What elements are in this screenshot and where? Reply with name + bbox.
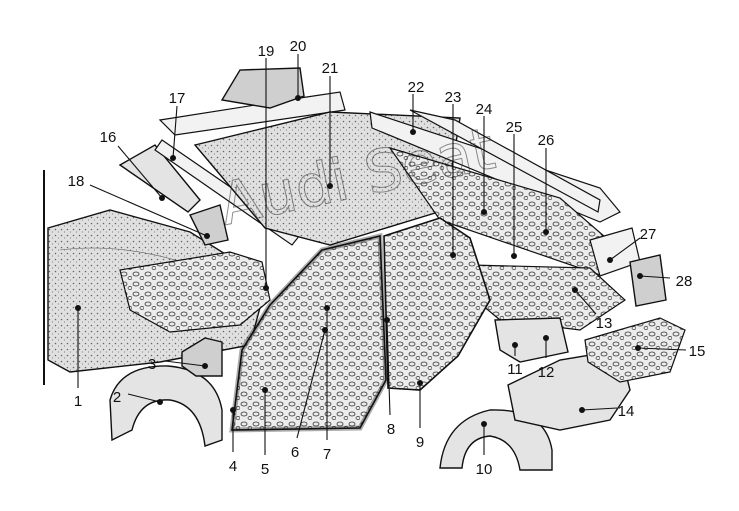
callout-anchor-10	[481, 421, 487, 427]
callout-anchor-23	[450, 252, 456, 258]
callout-anchor-15	[635, 345, 641, 351]
callout-leader-13	[574, 289, 597, 315]
callout-label-18: 18	[68, 173, 85, 190]
callout-anchor-14	[579, 407, 585, 413]
callout-label-2: 2	[113, 389, 121, 406]
part-rear-shelf-insulation	[220, 67, 305, 109]
callout-label-22: 22	[408, 79, 425, 96]
callout-leader-17	[172, 105, 178, 159]
callout-label-14: 14	[618, 403, 635, 420]
callout-anchor-7	[324, 305, 330, 311]
callout-label-11: 11	[507, 361, 523, 378]
part-rear-valance-panel	[584, 317, 686, 383]
callout-anchor-21	[327, 183, 333, 189]
callout-label-7: 7	[323, 446, 331, 463]
part-rear-door-panel	[383, 217, 491, 391]
callout-anchor-20	[295, 95, 301, 101]
callout-anchor-5	[262, 387, 268, 393]
callout-label-4: 4	[229, 458, 237, 475]
part-visor-clip	[189, 204, 229, 246]
callout-label-27: 27	[640, 226, 657, 243]
callout-label-24: 24	[476, 101, 493, 118]
part-rear-quarter-insulation	[507, 349, 631, 431]
callout-leader-27	[609, 237, 641, 261]
part-front-door-panel	[231, 234, 387, 431]
part-roof-rail-right	[369, 111, 621, 223]
callout-anchor-13	[572, 287, 578, 293]
callout-label-16: 16	[100, 129, 117, 146]
callout-anchor-11	[512, 342, 518, 348]
callout-leader-18	[89, 184, 208, 237]
callout-leader-16	[117, 145, 163, 199]
callout-anchor-27	[607, 257, 613, 263]
part-rear-wheel-arch	[439, 409, 553, 471]
callout-anchor-25	[511, 253, 517, 259]
callout-label-28: 28	[676, 273, 693, 290]
callout-anchor-8	[384, 317, 390, 323]
part-front-wheel-arch	[109, 365, 223, 447]
callout-anchor-24	[481, 209, 487, 215]
callout-label-15: 15	[689, 343, 706, 360]
callout-anchor-4	[230, 407, 236, 413]
callout-label-21: 21	[322, 60, 339, 77]
part-long-trim-strip	[409, 109, 601, 213]
callout-label-26: 26	[538, 132, 555, 149]
callout-label-23: 23	[445, 89, 462, 106]
callout-anchor-22	[410, 129, 416, 135]
callout-label-6: 6	[291, 444, 299, 461]
callout-label-8: 8	[387, 421, 395, 438]
callout-label-5: 5	[261, 461, 269, 478]
callout-leader-15	[637, 347, 687, 351]
callout-label-17: 17	[169, 90, 186, 107]
callout-label-25: 25	[506, 119, 523, 136]
part-front-door-seal	[229, 232, 389, 433]
callout-label-12: 12	[538, 364, 555, 381]
callout-anchor-1	[75, 305, 81, 311]
callout-leader-3	[164, 360, 206, 367]
callout-label-13: 13	[596, 315, 613, 332]
part-bulkhead-panel	[119, 251, 271, 333]
callout-anchor-28	[637, 273, 643, 279]
callout-leader-2	[127, 393, 161, 403]
callout-label-10: 10	[476, 461, 493, 478]
callout-anchor-17	[170, 155, 176, 161]
part-sun-visor	[118, 144, 201, 213]
callout-anchor-12	[543, 335, 549, 341]
callout-anchor-2	[157, 399, 163, 405]
part-tunnel-insulation	[494, 317, 569, 363]
callout-leader-8	[386, 319, 391, 416]
callout-label-19: 19	[258, 43, 275, 60]
callout-anchor-19	[263, 285, 269, 291]
callout-label-9: 9	[416, 434, 424, 451]
part-corner-bracket	[629, 254, 667, 307]
part-bracket	[181, 337, 223, 377]
callout-anchor-9	[417, 380, 423, 386]
callout-leader-6	[296, 329, 326, 439]
callout-leader-28	[639, 275, 671, 279]
callout-anchor-3	[202, 363, 208, 369]
callout-anchor-18	[204, 233, 210, 239]
callout-anchor-16	[159, 195, 165, 201]
callout-label-3: 3	[148, 356, 156, 373]
callout-anchor-26	[543, 229, 549, 235]
callout-label-1: 1	[74, 393, 82, 410]
callout-leader-14	[581, 407, 618, 411]
callout-label-20: 20	[290, 38, 307, 55]
